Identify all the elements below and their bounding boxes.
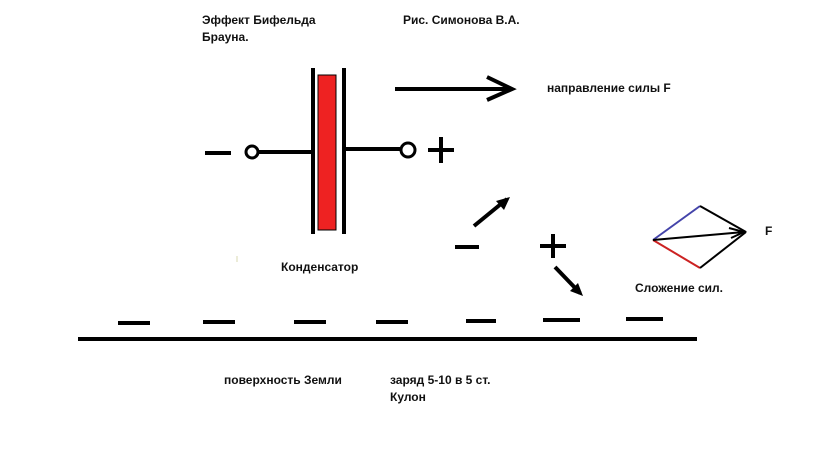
charge-line-2: Кулон: [390, 390, 426, 404]
charge-line-1: заряд 5-10 в 5 ст.: [390, 373, 491, 387]
earth-surface-label: поверхность Земли: [224, 373, 342, 387]
capacitor-label: Конденсатор: [281, 260, 359, 274]
force-f-label: F: [765, 224, 773, 238]
right-terminal: [399, 141, 417, 159]
resultant-vector: [652, 231, 745, 241]
capacitor: [205, 68, 454, 234]
earth-charges: [118, 317, 663, 325]
plus-sign-right: [428, 137, 454, 163]
force-direction-arrow: [395, 75, 517, 102]
minus-ion-arrow: [472, 197, 510, 228]
title-line-2: Брауна.: [202, 30, 249, 44]
vector-blue: [652, 205, 701, 241]
vector-red: [652, 239, 701, 269]
plus-ion-sign: [540, 234, 566, 258]
force-addition-diagram: [652, 205, 747, 269]
author-caption: Рис. Симонова В.А.: [403, 13, 520, 27]
plus-ion-arrow: [553, 265, 583, 296]
capacitor-dielectric: [317, 74, 337, 231]
title-line-1: Эффект Бифельда: [202, 13, 316, 27]
force-direction-label: направление силы F: [547, 81, 671, 95]
force-sum-label: Сложение сил.: [635, 281, 723, 295]
left-terminal: [244, 144, 260, 160]
